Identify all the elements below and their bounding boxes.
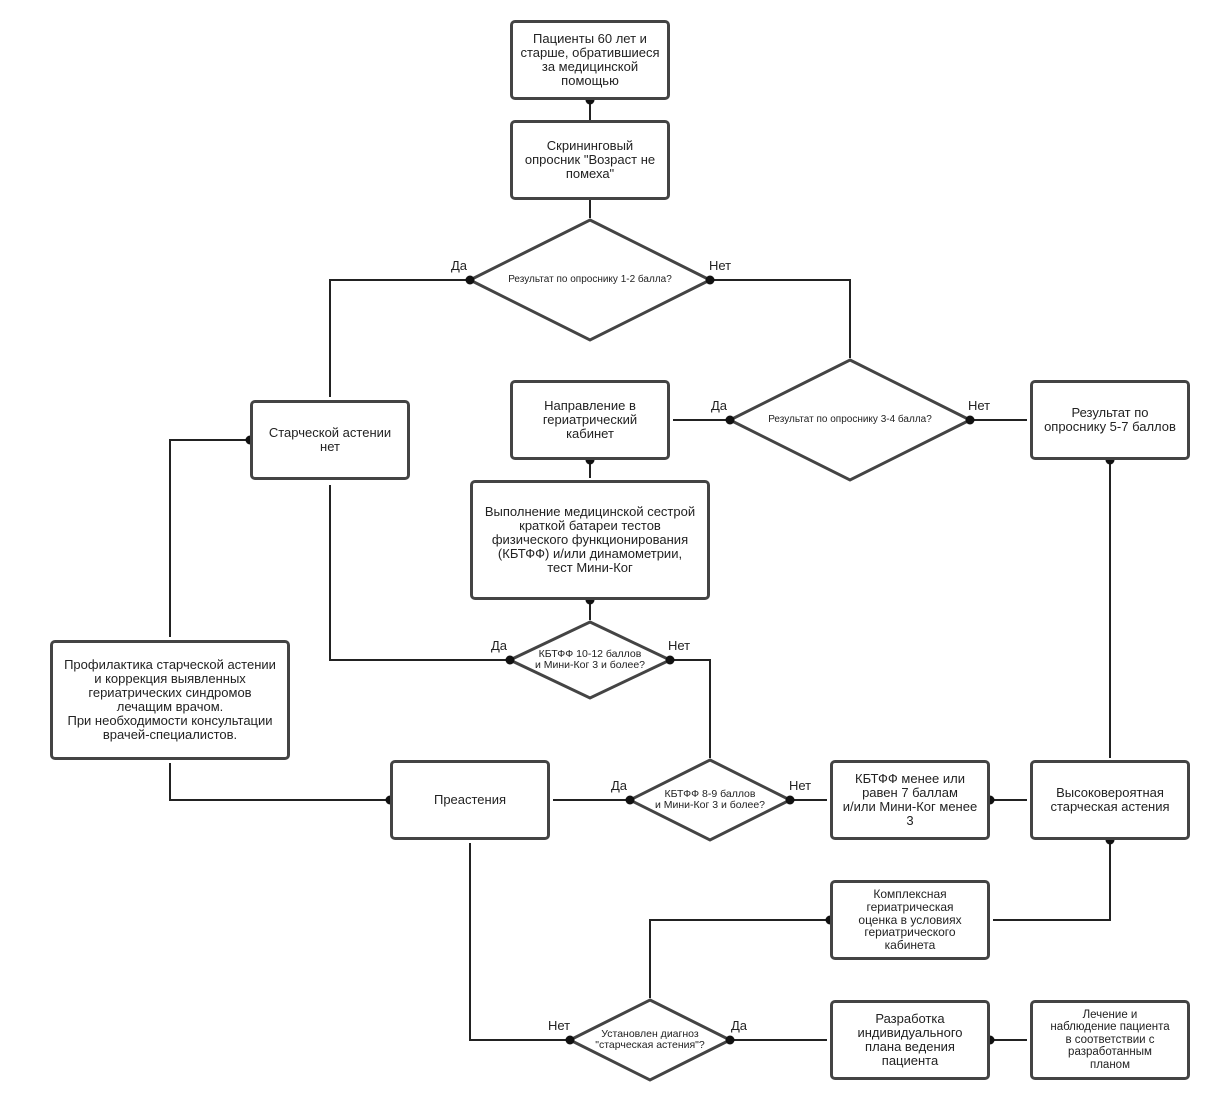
node-result57: Результат по опроснику 5-7 баллов [1030, 380, 1190, 460]
edge-q1012-no [670, 659, 711, 758]
connector-dot [725, 415, 735, 425]
edge-noastenia-prevention [169, 439, 250, 637]
label-diagnosis-yes: Да [731, 1018, 748, 1033]
edge-cga-diagnosis [649, 919, 830, 998]
decision-q12: Результат по опроснику 1-2 балла? [508, 273, 672, 285]
connector-dot [625, 795, 635, 805]
decision-diagnosis: Установлен диагноз "старческая астения"? [595, 1027, 705, 1051]
connector-dot [725, 1035, 735, 1045]
decision-q12-shape [466, 218, 714, 342]
connector-dot [785, 795, 795, 805]
edge-prefrailty-diagnosis [469, 843, 570, 1041]
edge-probable-cga [993, 840, 1111, 921]
node-treatment: Лечение и наблюдение пациента в соответс… [1030, 1000, 1190, 1080]
decision-q89-shape [626, 758, 794, 842]
label-diagnosis-no: Нет [548, 1018, 571, 1033]
node-referral: Направление в гериатрический кабинет [510, 380, 670, 460]
label-q89-yes: Да [611, 778, 628, 793]
connector-dot [565, 1035, 575, 1045]
label-q1012-yes: Да [491, 638, 508, 653]
decision-q1012: КБТФФ 10-12 баллов и Мини-Ког 3 и более? [534, 647, 646, 671]
connector-dot [465, 275, 475, 285]
label-q34-yes: Да [711, 398, 728, 413]
label-q12-no: Нет [709, 258, 732, 273]
node-prevention: Профилактика старческой астении и коррек… [50, 640, 290, 760]
label-q89-no: Нет [789, 778, 812, 793]
label-q12-yes: Да [451, 258, 468, 273]
connector-dot [665, 655, 675, 665]
node-cga: Комплексная гериатрическая оценка в усло… [830, 880, 990, 960]
edge-prevention-prefrailty [169, 763, 390, 801]
decision-q34-shape [726, 358, 974, 482]
edge-q12-no [710, 279, 851, 358]
node-patients: Пациенты 60 лет и старше, обратившиеся з… [510, 20, 670, 100]
decision-q89: КБТФФ 8-9 баллов и Мини-Ког 3 и более? [654, 787, 766, 811]
node-no-frailty: Старческой астении нет [250, 400, 410, 480]
node-kbtff-low: КБТФФ менее или равен 7 баллам и/или Мин… [830, 760, 990, 840]
connector-dot [965, 415, 975, 425]
node-kbtff-test: Выполнение медицинской сестрой краткой б… [470, 480, 710, 600]
node-plan: Разработка индивидуального плана ведения… [830, 1000, 990, 1080]
decision-diagnosis-shape [566, 998, 734, 1082]
edge-q1012-yes [329, 485, 510, 661]
edge-q12-yes [329, 279, 470, 397]
node-prefrailty: Преастения [390, 760, 550, 840]
decision-q1012-shape [506, 620, 674, 700]
label-q1012-no: Нет [668, 638, 691, 653]
decision-q34: Результат по опроснику 3-4 балла? [768, 413, 932, 425]
connector-dot [705, 275, 715, 285]
node-probable: Высоковероятная старческая астения [1030, 760, 1190, 840]
label-q34-no: Нет [968, 398, 991, 413]
connector-dot [505, 655, 515, 665]
node-screening: Скрининговый опросник "Возраст не помеха… [510, 120, 670, 200]
